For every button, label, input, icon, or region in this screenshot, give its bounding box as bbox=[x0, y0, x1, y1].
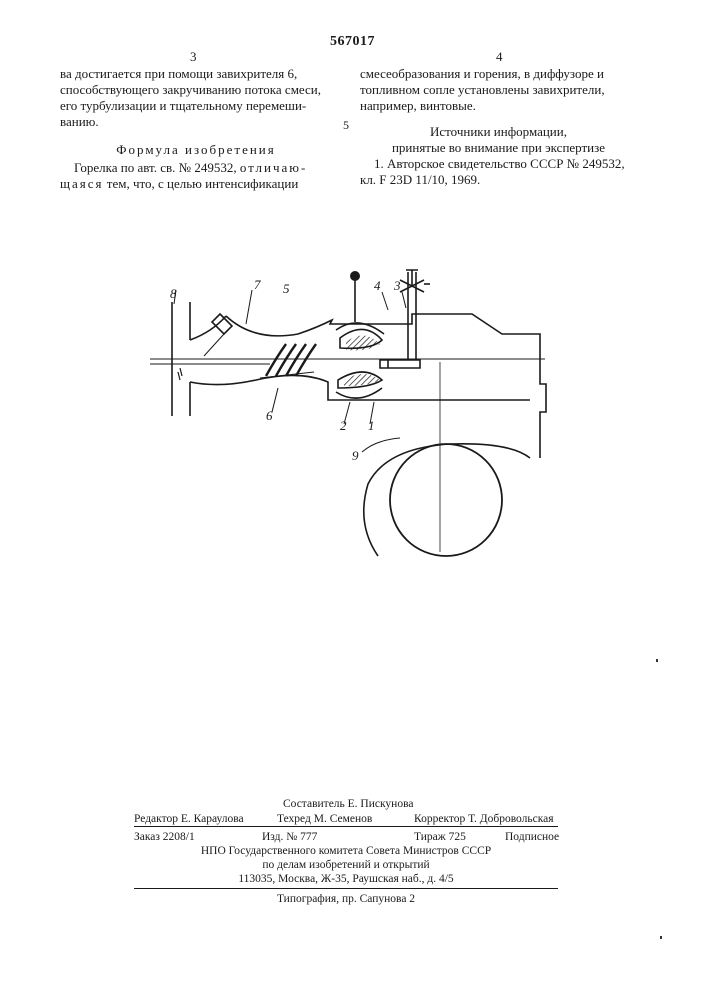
speck-mark bbox=[656, 659, 658, 662]
subscription: Подписное bbox=[505, 830, 559, 844]
column-number-left: 3 bbox=[190, 49, 197, 65]
figure-label-7: 7 bbox=[254, 277, 261, 292]
edition: Изд. № 777 bbox=[262, 830, 317, 844]
column-number-right: 4 bbox=[496, 49, 503, 65]
order: Заказ 2208/1 bbox=[134, 830, 195, 844]
document-number: 567017 bbox=[330, 34, 375, 50]
figure-label-6: 6 bbox=[266, 408, 273, 423]
text-line: топливном сопле установлены завихрители, bbox=[360, 82, 637, 98]
burner-drawing: 8 7 5 4 3 6 2 1 9 bbox=[150, 262, 560, 562]
speck-mark bbox=[660, 936, 662, 939]
circulation: Тираж 725 bbox=[414, 830, 466, 844]
claims-heading: Формула изобретения bbox=[60, 142, 332, 158]
text-line: смесеобразования и горения, в диффузоре … bbox=[360, 66, 637, 82]
corrector: Корректор Т. Добровольская bbox=[414, 812, 554, 826]
sources-heading: Источники информации, bbox=[360, 124, 637, 140]
source-1-line-1: 1. Авторское свидетельство СССР № 249532… bbox=[360, 156, 637, 172]
text-line: способствующего закручиванию потока смес… bbox=[60, 82, 332, 98]
imprint-divider bbox=[134, 888, 558, 889]
printer: Типография, пр. Сапунова 2 bbox=[134, 892, 558, 906]
sources-subheading: принятые во внимание при экспертизе bbox=[360, 140, 637, 156]
figure-label-3: 3 bbox=[393, 278, 401, 293]
figure-label-4: 4 bbox=[374, 278, 381, 293]
org-line-1: НПО Государственного комитета Совета Мин… bbox=[134, 844, 558, 858]
claims-spaced-2: щаяся bbox=[60, 176, 104, 191]
knob-icon bbox=[350, 271, 360, 281]
text-line: например, винтовые. bbox=[360, 98, 637, 114]
claims-text: Горелка по авт. св. № 249532, отличаю-ща… bbox=[60, 160, 332, 192]
figure-label-9: 9 bbox=[352, 448, 359, 463]
drawing-lines bbox=[150, 270, 546, 556]
techred: Техред М. Семенов bbox=[277, 812, 372, 826]
margin-line-number: 5 bbox=[343, 118, 349, 133]
figure-label-2: 2 bbox=[340, 418, 347, 433]
source-1-line-2: кл. F 23D 11/10, 1969. bbox=[360, 172, 637, 188]
editor: Редактор Е. Караулова bbox=[134, 812, 244, 826]
text-line: его турбулизации и тщательному перемеши- bbox=[60, 98, 332, 114]
text-line: ванию. bbox=[60, 114, 332, 130]
claims-spaced-1: отличаю- bbox=[240, 160, 307, 175]
imprint-divider bbox=[134, 826, 558, 827]
figure-label-5: 5 bbox=[283, 281, 290, 296]
figure-label-1: 1 bbox=[368, 418, 375, 433]
compiler: Составитель Е. Пискунова bbox=[283, 797, 413, 811]
org-line-2: по делам изобретений и открытий bbox=[134, 858, 558, 872]
org-line-3: 113035, Москва, Ж-35, Раушская наб., д. … bbox=[134, 872, 558, 886]
claims-text-end: тем, что, с целью интенсификации bbox=[107, 176, 299, 191]
figure-label-8: 8 bbox=[170, 286, 177, 301]
right-column: смесеобразования и горения, в диффузоре … bbox=[360, 66, 637, 188]
text-line: ва достигается при помощи завихрителя 6, bbox=[60, 66, 332, 82]
claims-text-start: Горелка по авт. св. № 249532, bbox=[74, 160, 237, 175]
left-column: ва достигается при помощи завихрителя 6,… bbox=[60, 66, 332, 192]
